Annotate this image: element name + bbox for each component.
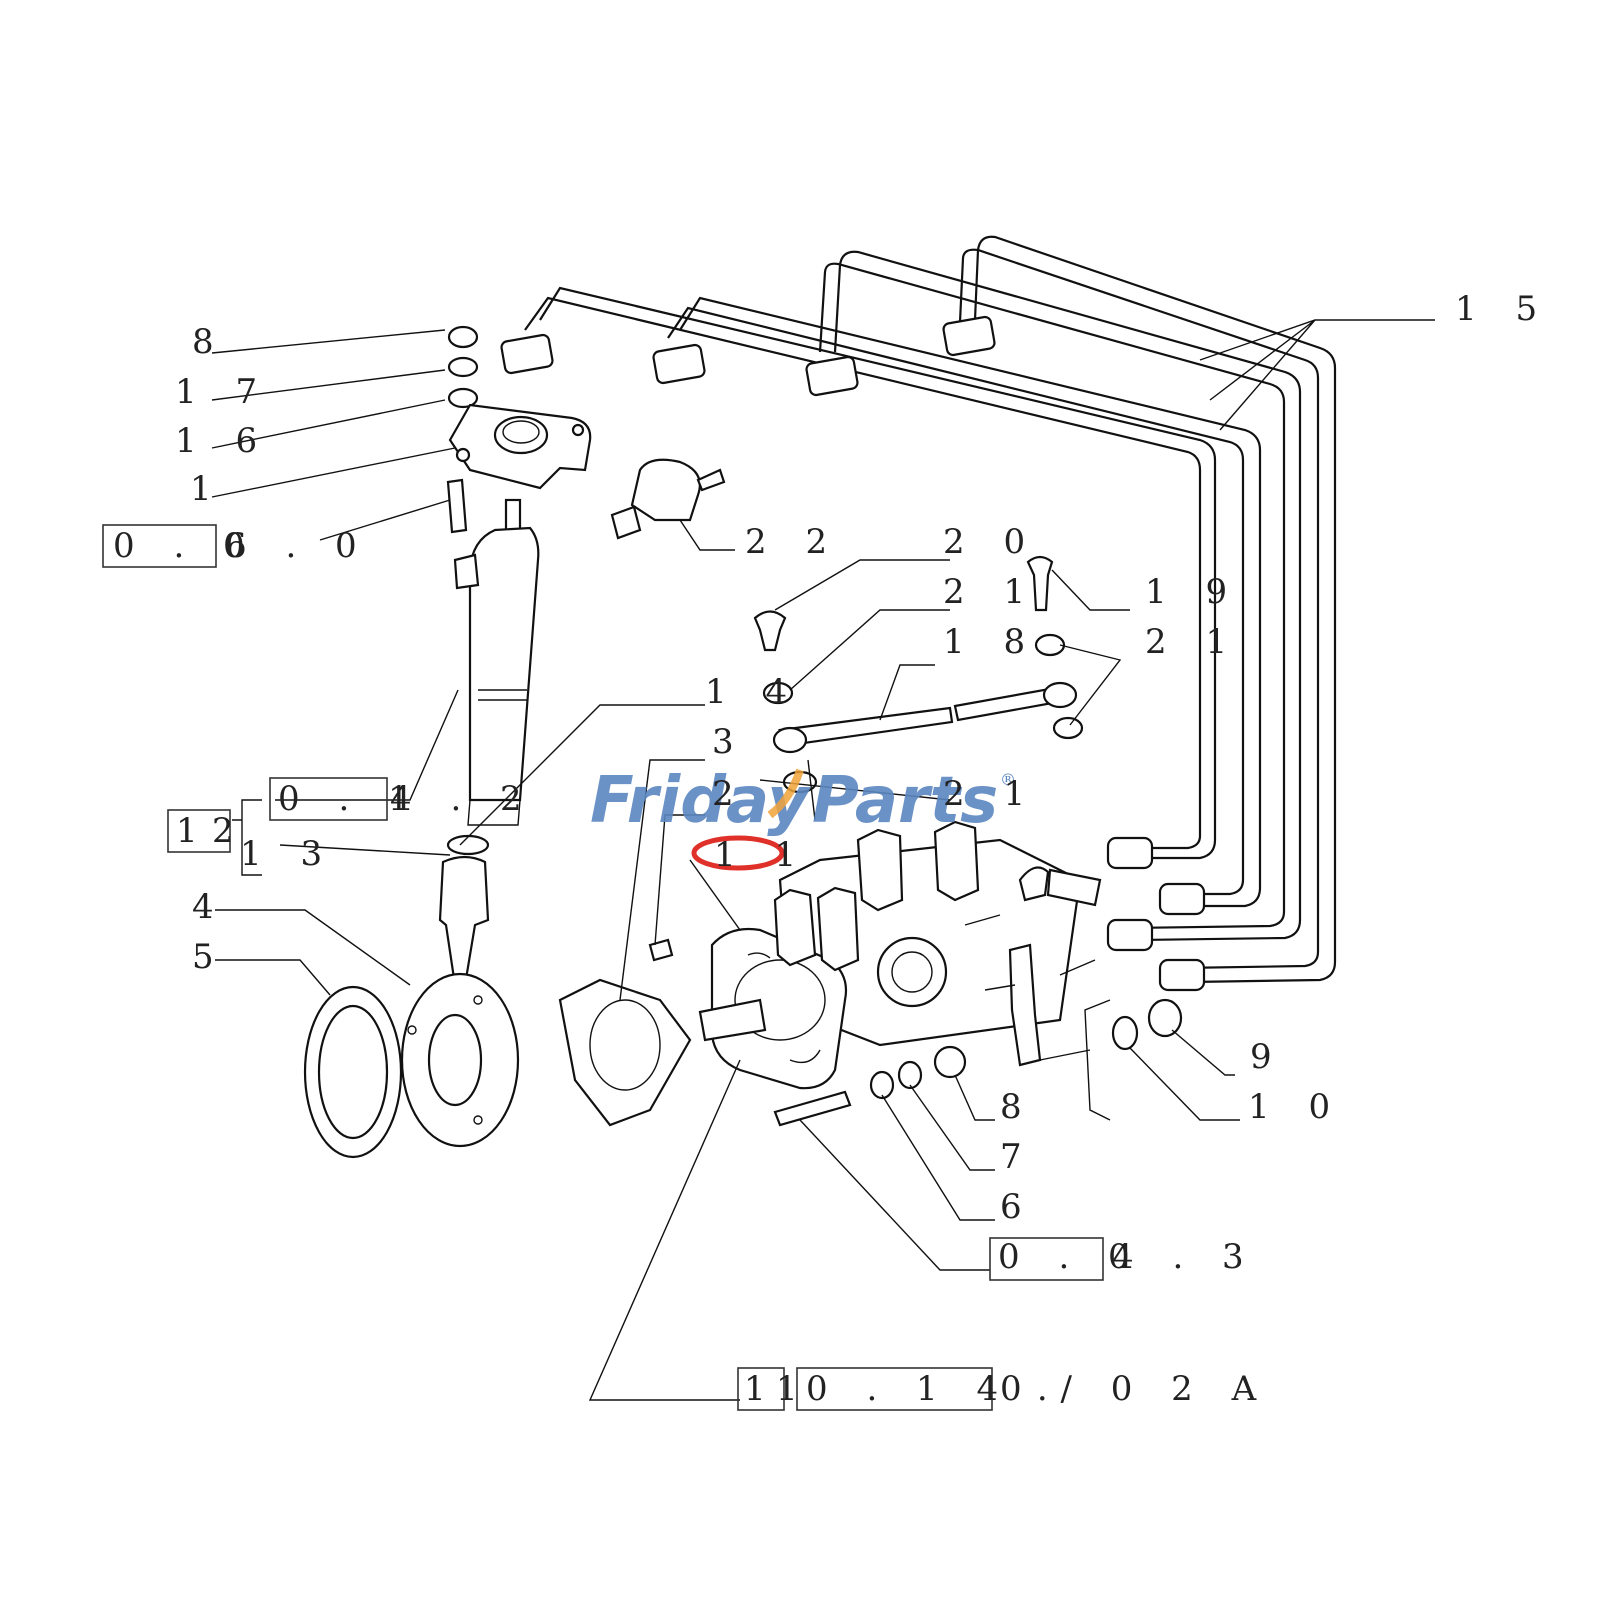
ref-110-part-a: 1 (744, 1369, 780, 1409)
stop-solenoid (610, 458, 735, 551)
ref-043-part-a: 0 . 0 (998, 1237, 1144, 1277)
injection-pump (558, 759, 1240, 1401)
callout-5: 5 (192, 937, 228, 977)
callout-14: 1 4 (705, 672, 801, 712)
callout-16: 1 6 (175, 421, 271, 461)
ref-060-part-b: 6 . 0 (225, 526, 371, 566)
brand-friday: Friday (590, 764, 811, 838)
callout-labels: 1 5 8 1 7 1 6 1 0 . 0 6 . 0 2 2 2 0 2 1 … (113, 289, 1551, 1409)
callout-8-top: 8 (192, 322, 228, 362)
ref-box-12 (167, 809, 231, 853)
brand-swoosh (767, 768, 804, 819)
ref-043-part-b: 4 . 3 (1112, 1237, 1258, 1277)
callout-12-b: 2 (212, 811, 248, 851)
ref-box-142 (269, 777, 388, 821)
callout-4: 4 (192, 887, 228, 927)
brand-parts: Parts (812, 764, 998, 838)
callout-12-a: 1 (176, 811, 212, 851)
registered-mark: ® (1000, 770, 1016, 789)
ref-110-part-b: 1 (776, 1369, 812, 1409)
callout-21-c: 2 1 (943, 774, 1039, 814)
ref-110-part-c: 0 . 1 4 . (806, 1369, 1062, 1409)
ref-box-060 (102, 524, 217, 568)
callout-21-b: 2 1 (1145, 622, 1241, 662)
callout-7: 7 (1000, 1137, 1036, 1177)
ref-box-1 (737, 1367, 785, 1411)
callout-15: 1 5 (1455, 289, 1551, 329)
callout-8-bottom: 8 (1000, 1087, 1036, 1127)
injector-assembly (211, 325, 705, 1159)
callout-3: 3 (712, 722, 748, 762)
callout-19: 1 9 (1145, 572, 1241, 612)
callout-9: 9 (1250, 1037, 1286, 1077)
highlight-ring (691, 835, 785, 871)
ref-142-part-a: 0 . 1 (278, 779, 424, 819)
callout-18: 1 8 (943, 622, 1039, 662)
ref-box-043 (989, 1237, 1104, 1281)
callout-22: 2 2 (745, 522, 841, 562)
callout-1: 1 (190, 469, 226, 509)
callout-2: 2 (712, 774, 748, 814)
injection-pipes (500, 235, 1435, 992)
callout-10: 1 0 (1248, 1087, 1344, 1127)
ref-142-part-b: 4 . 2 (390, 779, 536, 819)
callout-11: 1 1 (714, 835, 810, 875)
ref-110-part-d: 0 / 0 2 A (1000, 1369, 1270, 1409)
fridayparts-watermark: Friday Parts ® (590, 764, 1016, 838)
callout-6: 6 (1000, 1187, 1036, 1227)
callout-13: 1 3 (240, 834, 336, 874)
callout-21-a: 2 1 (943, 572, 1039, 612)
ref-060-part-a: 0 . 0 (113, 526, 259, 566)
callout-20: 2 0 (943, 522, 1039, 562)
ref-box-014 (796, 1367, 993, 1411)
callout-17: 1 7 (175, 372, 271, 412)
control-linkage (753, 555, 1130, 794)
